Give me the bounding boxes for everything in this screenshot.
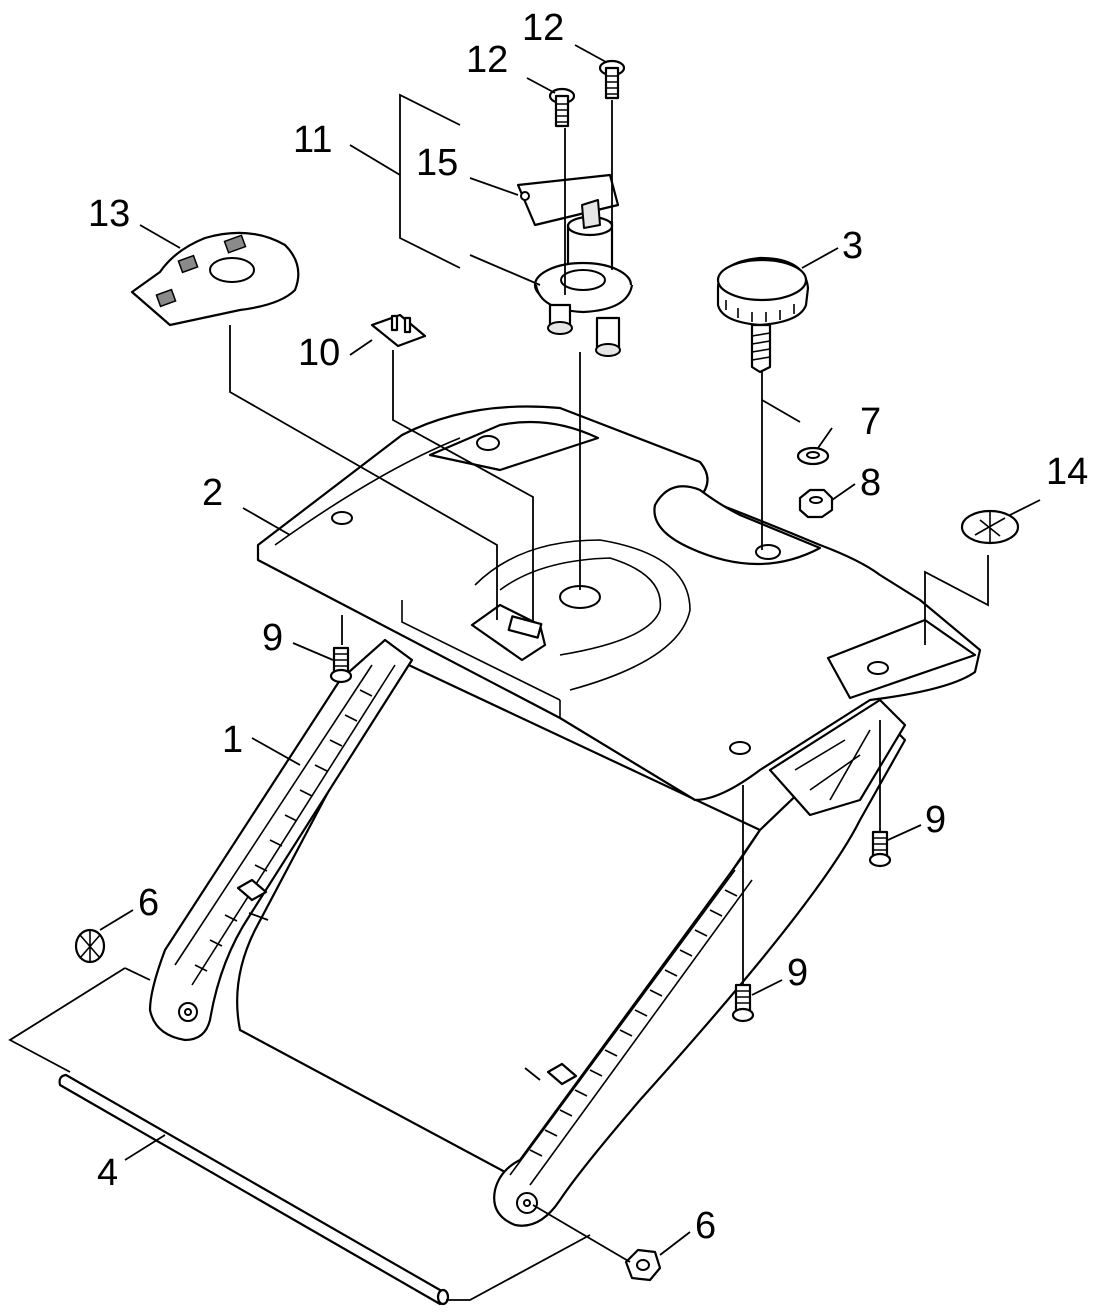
clip-part-14 [960,509,1020,545]
callout-3: 3 [842,225,863,267]
callout-1: 1 [222,719,243,761]
callout-9c: 9 [787,952,808,994]
callout-14: 14 [1046,451,1088,493]
washer-part-7 [796,446,830,466]
screws-part-12 [548,59,626,128]
connector-part-10 [370,313,427,348]
knob-part-3 [716,256,810,374]
callout-15: 15 [416,142,458,184]
callout-11: 11 [293,119,332,161]
label-plate-part-13 [130,231,300,327]
top-plate-part-2 [256,405,982,802]
callout-12b: 12 [522,7,564,49]
callout-9a: 9 [262,617,283,659]
nut-part-8 [798,488,834,519]
callout-4: 4 [97,1152,118,1194]
callout-10: 10 [298,332,340,374]
switch-assembly-part-11 [516,173,634,357]
leader-lines [8,44,1041,1301]
callout-13: 13 [88,193,130,235]
callout-labels: 1 2 3 4 6 6 7 8 9 9 9 10 11 12 12 13 14 … [88,7,1088,1247]
callout-6a: 6 [138,882,159,924]
callout-12a: 12 [466,39,508,81]
callout-8: 8 [860,462,881,504]
callout-2: 2 [202,472,223,514]
locknuts-part-6 [74,928,662,1282]
frame-part-1 [148,638,907,1227]
rod-part-4 [58,1073,450,1306]
callout-9b: 9 [925,799,946,841]
callout-7: 7 [860,401,881,443]
callout-6b: 6 [695,1205,716,1247]
